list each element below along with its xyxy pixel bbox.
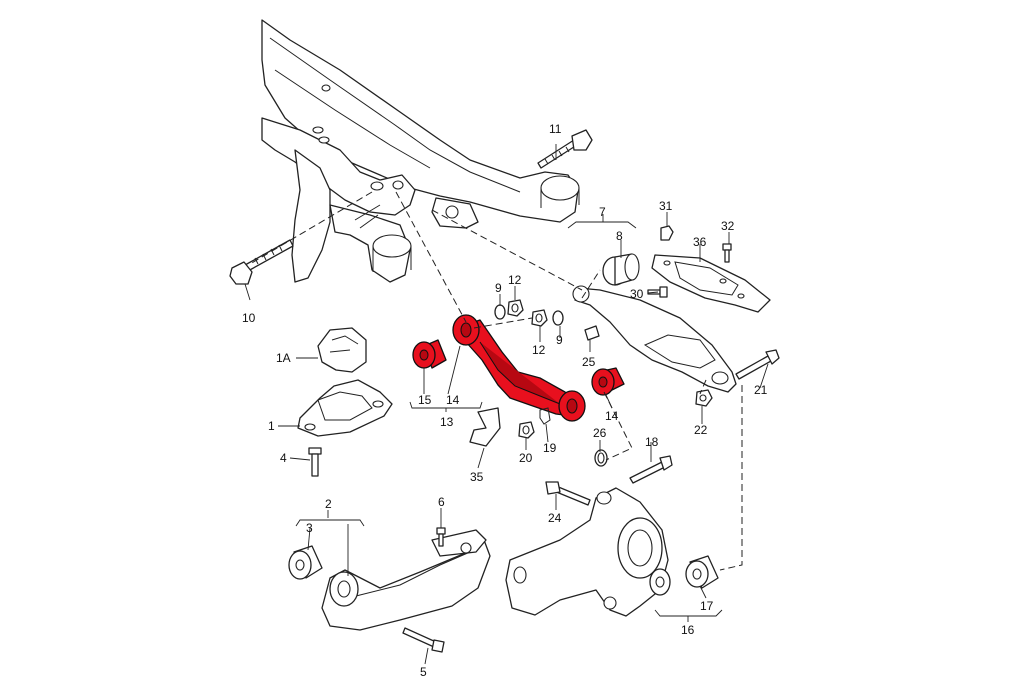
bolt-32	[722, 243, 732, 263]
bolt-25	[584, 325, 600, 341]
bushing-3	[288, 545, 323, 580]
label-35: 35	[470, 470, 484, 484]
washer-9-left	[494, 304, 506, 320]
clip-19	[539, 407, 551, 425]
label-30: 30	[630, 287, 644, 301]
label-1A: 1A	[276, 351, 291, 365]
bracket-36	[651, 254, 771, 313]
label-2: 2	[325, 497, 332, 511]
label-14-right: 14	[605, 409, 619, 423]
label-9-left: 9	[495, 281, 502, 295]
label-7: 7	[599, 205, 606, 219]
label-36: 36	[693, 235, 707, 249]
label-17: 17	[700, 599, 714, 613]
label-10: 10	[242, 311, 256, 325]
label-26: 26	[593, 426, 607, 440]
bushing-8	[602, 253, 640, 286]
label-12-top: 12	[508, 273, 522, 287]
trailing-arm-2	[321, 529, 491, 631]
nut-22	[695, 389, 713, 407]
label-20: 20	[519, 451, 533, 465]
bolt-10	[229, 239, 294, 285]
bracket-35	[469, 407, 501, 447]
camber-arm-13	[452, 314, 586, 422]
label-8: 8	[616, 229, 623, 243]
bolt-4	[308, 447, 322, 477]
bushing-17	[685, 555, 719, 589]
assembly-lines	[249, 191, 743, 571]
label-9-right: 9	[556, 333, 563, 347]
label-22: 22	[694, 423, 708, 437]
nut-12-right	[531, 309, 548, 327]
label-16: 16	[681, 623, 695, 637]
label-11: 11	[549, 122, 562, 136]
subframe	[261, 19, 580, 283]
bolt-5	[402, 627, 445, 653]
bolt-6	[436, 527, 446, 547]
wheel-carrier-16	[505, 487, 671, 617]
washer-9-right	[552, 310, 564, 326]
bolt-21	[735, 349, 780, 380]
label-12-lower: 12	[532, 343, 546, 357]
label-3: 3	[306, 521, 313, 535]
mount-1A	[317, 327, 367, 373]
circlip-26	[594, 449, 608, 467]
label-24: 24	[548, 511, 562, 525]
bushing-15	[412, 339, 447, 369]
bolt-11	[537, 129, 593, 169]
label-18: 18	[645, 435, 659, 449]
leader-lines	[244, 144, 769, 665]
mount-1	[297, 379, 393, 437]
label-15: 15	[418, 393, 432, 407]
label-25: 25	[582, 355, 596, 369]
nut-12-left	[507, 299, 524, 317]
label-32: 32	[721, 219, 735, 233]
label-13: 13	[440, 415, 454, 429]
label-14-left: 14	[446, 393, 460, 407]
label-5: 5	[420, 665, 427, 679]
label-4: 4	[280, 451, 287, 465]
bushing-14	[591, 367, 625, 396]
nut-31	[660, 225, 674, 241]
bolt-24	[545, 481, 591, 506]
label-6: 6	[438, 495, 445, 509]
part-labels: 11 10 7 8 31 32 36 30 9 12 12 9 25 1A 1 …	[242, 122, 768, 679]
label-31: 31	[659, 199, 673, 213]
label-19: 19	[543, 441, 557, 455]
label-21: 21	[754, 383, 768, 397]
label-1: 1	[268, 419, 275, 433]
bolt-18	[629, 455, 673, 484]
upper-control-arm-7	[572, 285, 737, 393]
nut-20	[518, 421, 535, 439]
